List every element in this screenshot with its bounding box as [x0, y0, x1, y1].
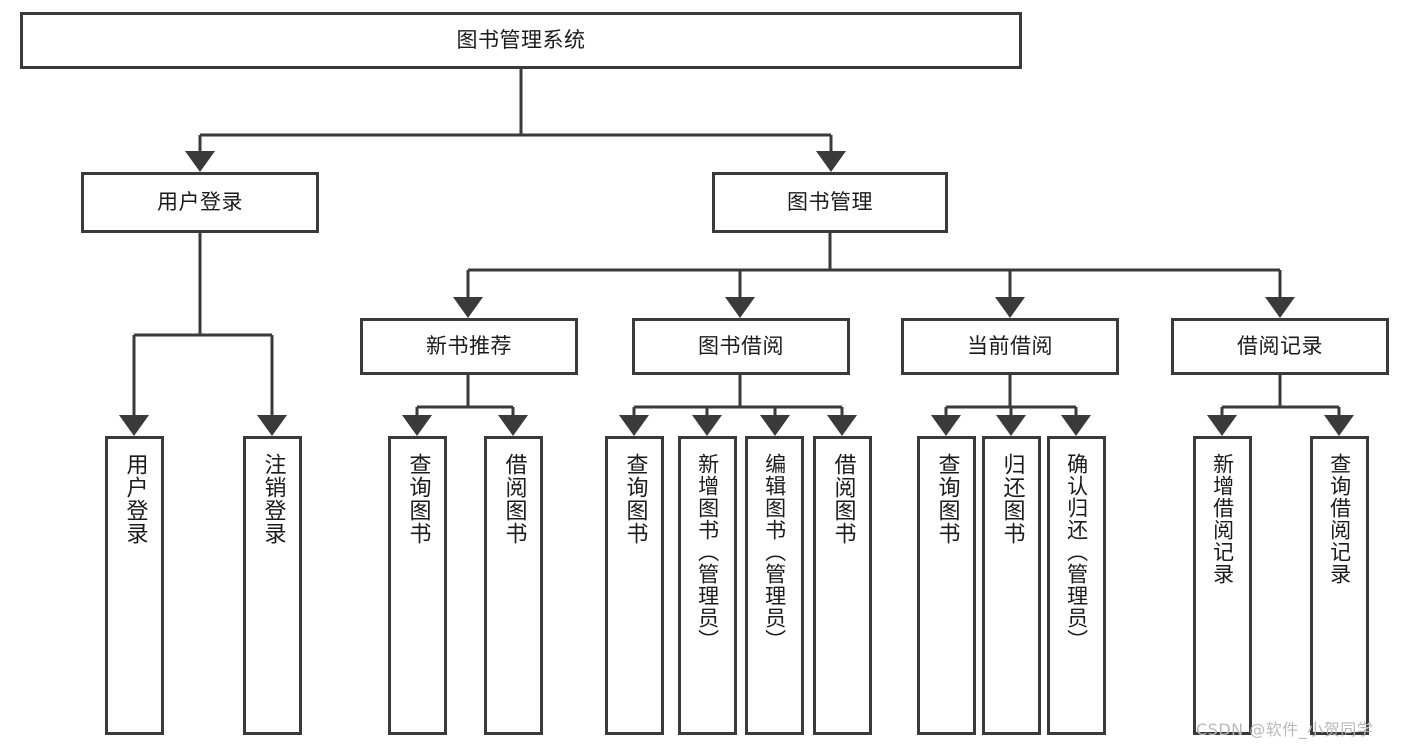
node-new-book-recommend[interactable]: 新书推荐 — [360, 318, 578, 375]
node-label: 编辑图书（管理员） — [762, 453, 787, 651]
node-label: 图书借阅 — [698, 334, 784, 358]
node-label: 新增借阅记录 — [1210, 453, 1235, 585]
node-current-borrow[interactable]: 当前借阅 — [901, 318, 1119, 375]
node-leaf-return-book[interactable]: 归还图书 — [982, 436, 1041, 735]
node-leaf-query-book-current[interactable]: 查询图书 — [917, 436, 976, 735]
node-leaf-borrow-book[interactable]: 借阅图书 — [813, 436, 872, 735]
node-label: 借阅记录 — [1237, 334, 1323, 358]
node-leaf-confirm-return-admin[interactable]: 确认归还（管理员） — [1047, 436, 1106, 735]
node-book-borrow[interactable]: 图书借阅 — [632, 318, 850, 375]
watermark-text: CSDN @软件_小贺同学 — [1196, 720, 1374, 739]
node-label: 查询图书 — [622, 453, 648, 545]
node-label: 当前借阅 — [967, 334, 1053, 358]
node-leaf-query-book-borrow[interactable]: 查询图书 — [605, 436, 664, 735]
node-leaf-user-login[interactable]: 用户登录 — [105, 436, 164, 735]
node-borrow-record[interactable]: 借阅记录 — [1171, 318, 1389, 375]
node-root-system[interactable]: 图书管理系统 — [20, 12, 1022, 69]
node-label: 借阅图书 — [501, 453, 527, 545]
node-label: 确认归还（管理员） — [1064, 453, 1089, 651]
node-leaf-add-book-admin[interactable]: 新增图书（管理员） — [678, 436, 737, 735]
node-leaf-user-logout[interactable]: 注销登录 — [243, 436, 302, 735]
node-label: 图书管理 — [787, 190, 873, 214]
node-label: 用户登录 — [157, 190, 243, 214]
node-label: 查询图书 — [934, 453, 960, 545]
node-book-management[interactable]: 图书管理 — [712, 172, 948, 233]
node-user-login[interactable]: 用户登录 — [81, 172, 319, 233]
node-label: 新书推荐 — [426, 334, 512, 358]
node-label: 注销登录 — [260, 453, 286, 545]
node-leaf-query-borrow-record[interactable]: 查询借阅记录 — [1310, 436, 1369, 735]
node-label: 新增图书（管理员） — [695, 453, 720, 651]
node-label: 用户登录 — [122, 453, 148, 545]
node-label: 查询图书 — [405, 453, 431, 545]
node-label: 借阅图书 — [830, 453, 856, 545]
node-leaf-add-borrow-record[interactable]: 新增借阅记录 — [1193, 436, 1252, 735]
node-label: 查询借阅记录 — [1327, 453, 1352, 585]
node-leaf-query-book-recommend[interactable]: 查询图书 — [388, 436, 447, 735]
node-label: 归还图书 — [999, 453, 1025, 545]
node-leaf-borrow-book-recommend[interactable]: 借阅图书 — [484, 436, 543, 735]
node-leaf-edit-book-admin[interactable]: 编辑图书（管理员） — [745, 436, 804, 735]
node-label: 图书管理系统 — [456, 28, 586, 52]
